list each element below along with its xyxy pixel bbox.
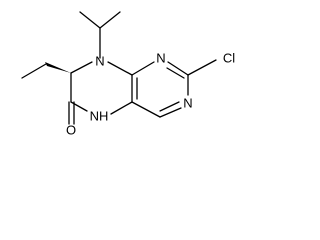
bond-n1-c2-inner: [166, 67, 185, 79]
atom-n3-label: N: [183, 95, 192, 110]
atom-cl-label: Cl: [223, 50, 235, 65]
atom-n1-label: N: [156, 50, 165, 65]
bond-ipr-ch-me2: [99, 11, 121, 29]
atom-n8-label: N: [95, 53, 104, 68]
wedge-bond-c7-ethyl: [45, 62, 71, 73]
atom-n5-label: NH: [90, 108, 109, 123]
bond-ipr-ch-me1: [79, 11, 101, 29]
bond-ethyl-ch2-ch3: [21, 63, 47, 79]
atom-o-label: O: [66, 122, 76, 137]
bond-c2-cl: [187, 59, 217, 76]
bond-c7-n8: [70, 61, 93, 74]
bond-n8-c8a: [107, 61, 133, 76]
bond-c4-c4a: [131, 101, 161, 118]
bond-n3-c4-inner: [159, 101, 180, 112]
bond-n1-c2: [167, 61, 189, 76]
bond-c6-n5: [70, 101, 88, 112]
structure-drawing: N N N Cl O NH H: [21, 11, 235, 137]
bond-n5-c4a: [110, 101, 133, 115]
bond-c8a-n1: [131, 61, 155, 76]
bond-n3-c4: [159, 107, 182, 118]
